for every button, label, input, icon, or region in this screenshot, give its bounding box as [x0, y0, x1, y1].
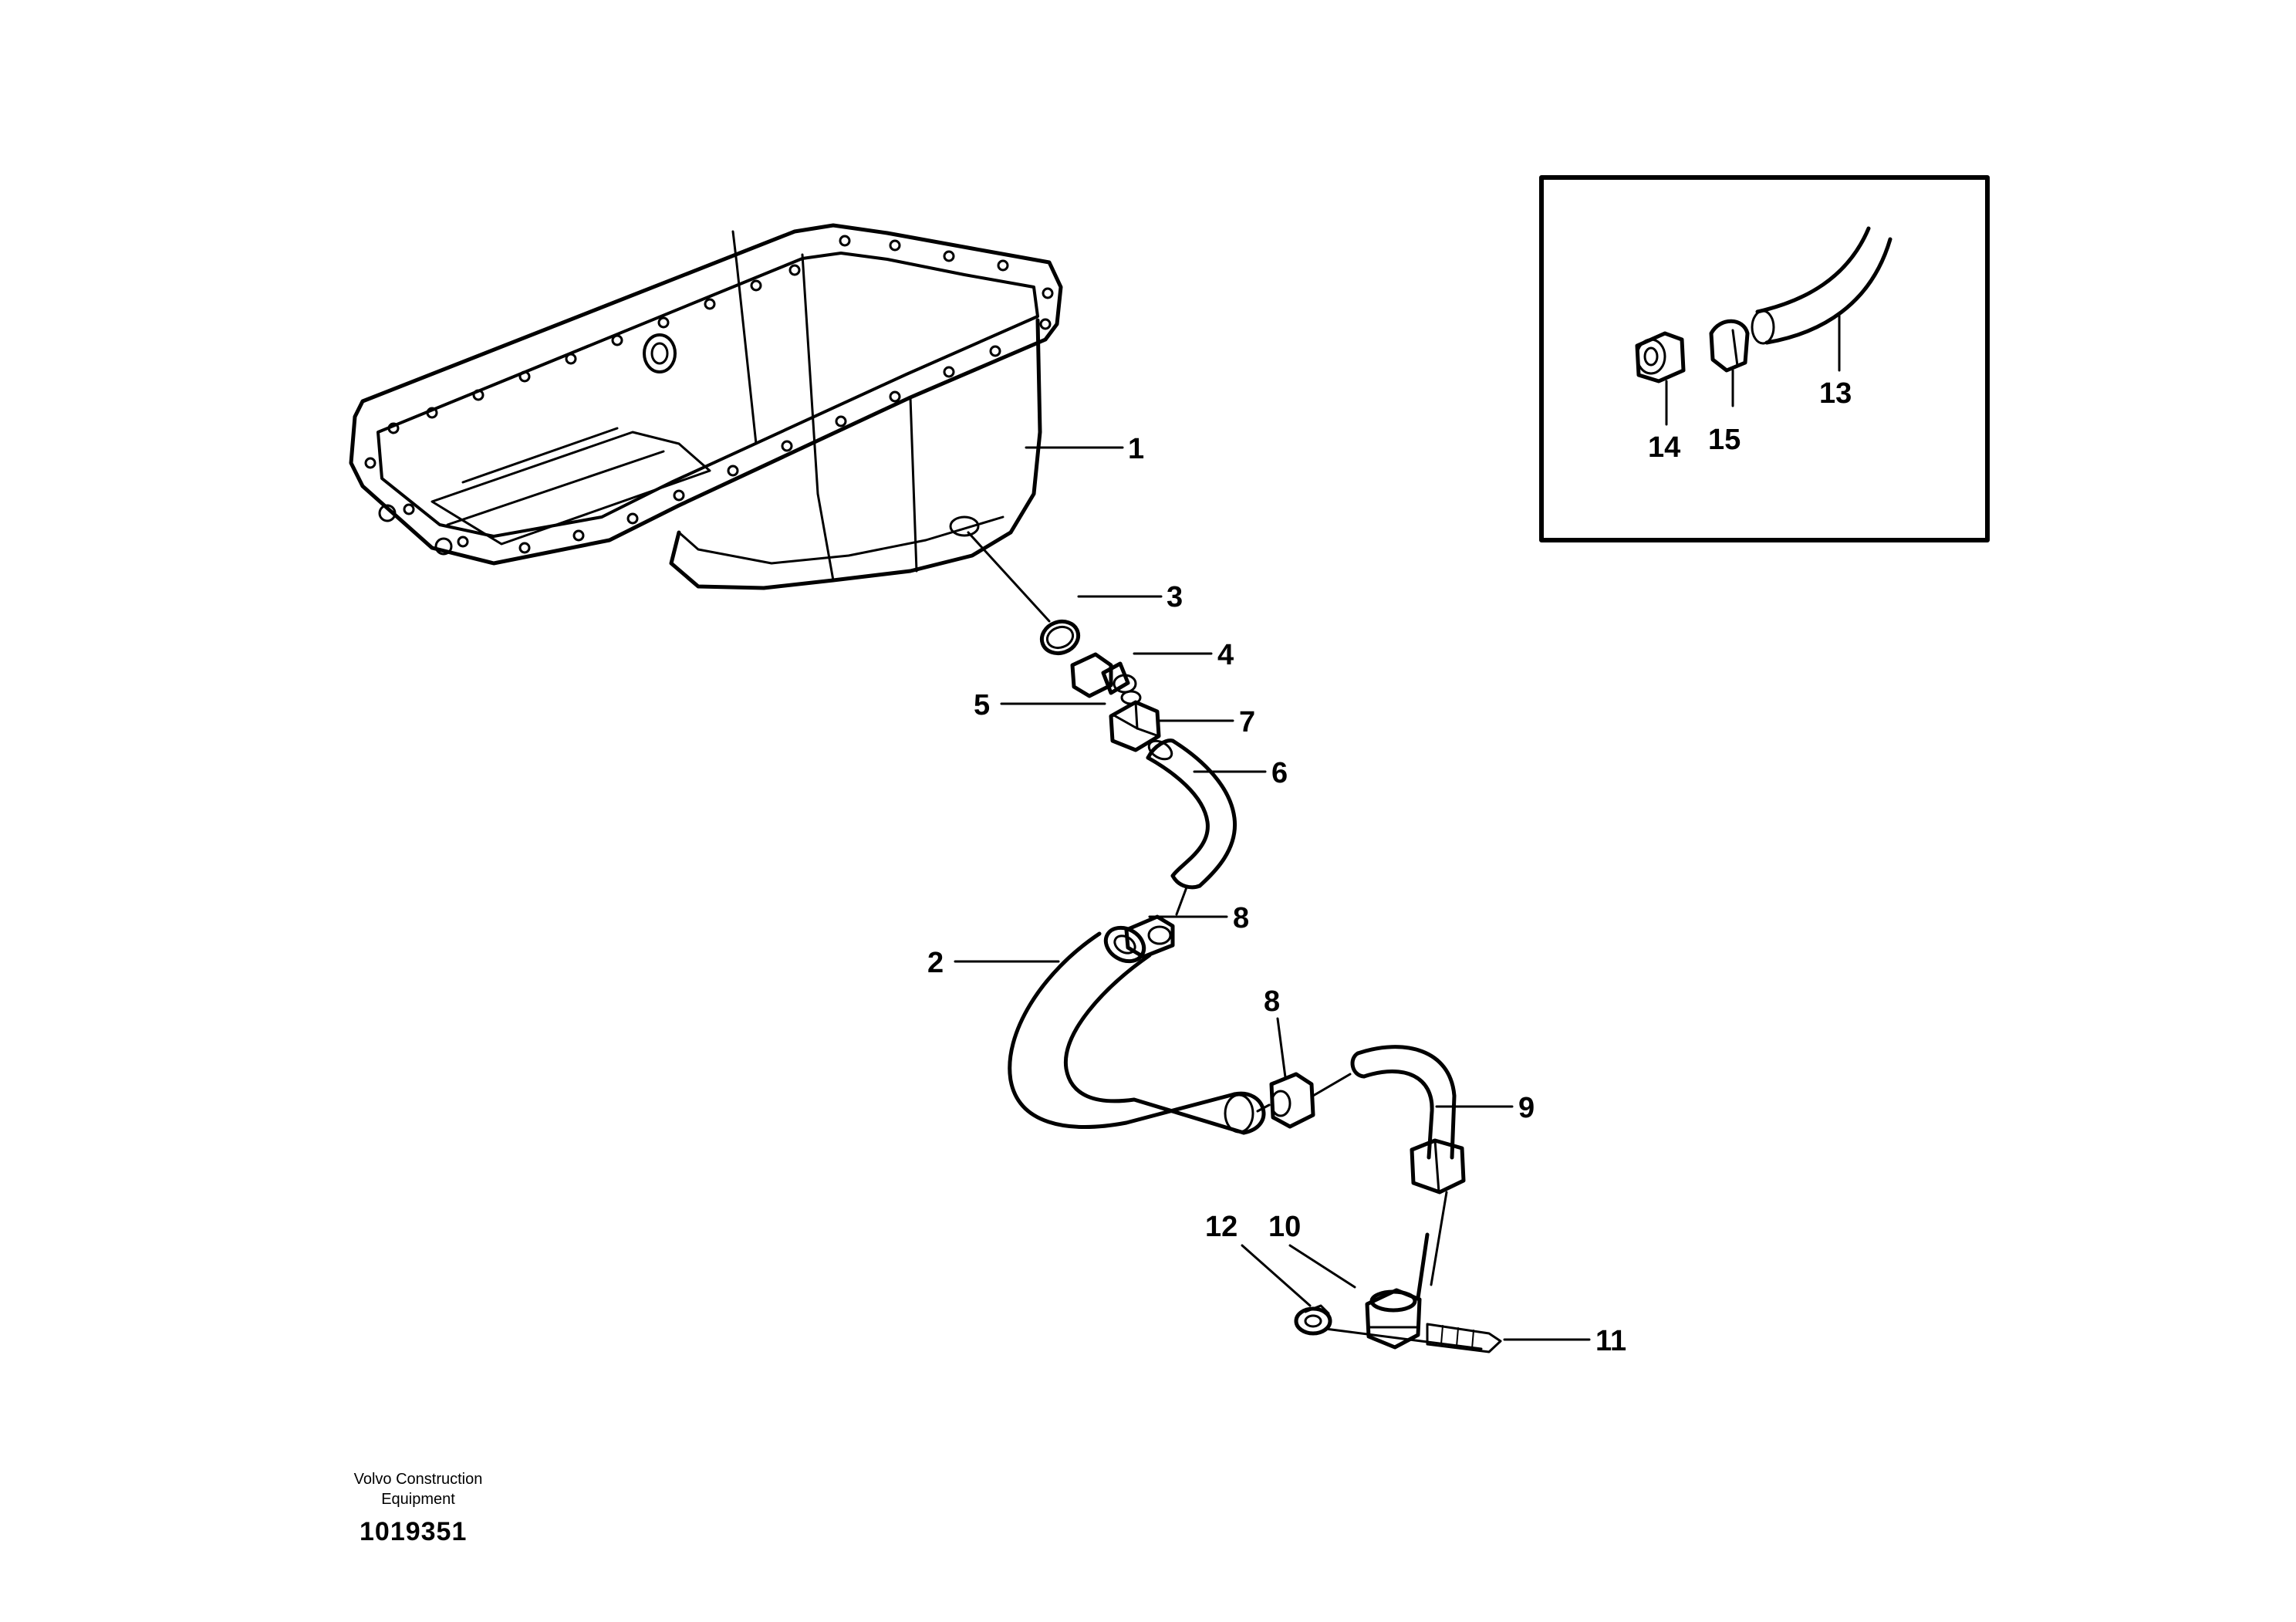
- callout-labels: 1 3 4 5 7 6 8 2 8 9 12 10 11 13 14 15: [927, 377, 1852, 1357]
- callout-2: 2: [927, 947, 944, 979]
- leader-lines: [954, 446, 1591, 1341]
- callout-6: 6: [1271, 757, 1288, 789]
- callout-3: 3: [1167, 581, 1183, 613]
- figure-number: 1019351: [360, 1517, 468, 1546]
- inset-detail: [1539, 175, 1990, 542]
- callout-5: 5: [974, 689, 990, 721]
- callout-9: 9: [1518, 1092, 1535, 1124]
- callout-10: 10: [1268, 1211, 1301, 1243]
- callout-14: 14: [1648, 431, 1680, 464]
- oil-pan: [349, 223, 1063, 590]
- manufacturer-line-2: Equipment: [381, 1491, 455, 1508]
- callout-15: 15: [1708, 424, 1741, 456]
- callout-1: 1: [1128, 433, 1144, 465]
- callout-8-upper: 8: [1233, 902, 1249, 934]
- callout-11: 11: [1595, 1325, 1626, 1357]
- callout-13: 13: [1819, 377, 1852, 410]
- callout-4: 4: [1217, 639, 1234, 671]
- callout-7: 7: [1239, 706, 1255, 738]
- callout-8-lower: 8: [1264, 985, 1280, 1018]
- manufacturer-credit: Volvo Construction Equipment: [287, 1469, 549, 1509]
- drain-line-assembly: [967, 531, 1502, 1353]
- manufacturer-line-1: Volvo Construction: [353, 1471, 483, 1488]
- callout-12: 12: [1205, 1211, 1237, 1243]
